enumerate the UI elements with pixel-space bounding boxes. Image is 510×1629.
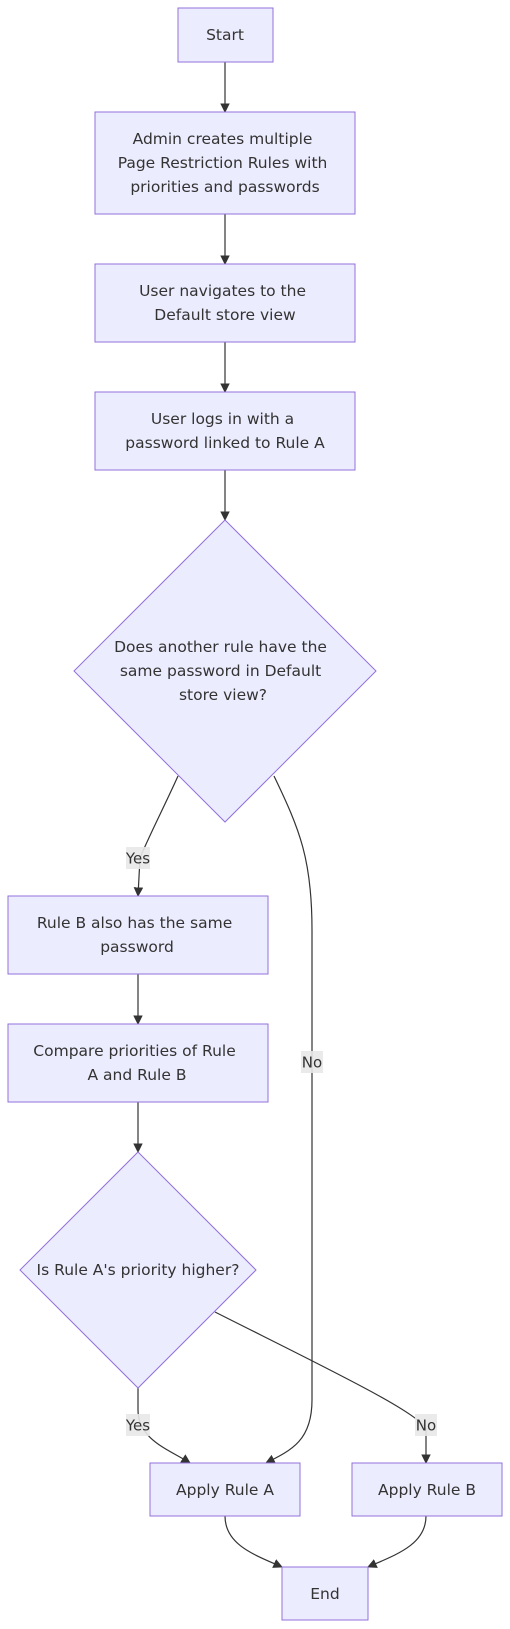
svg-text:User navigates to the De: User navigates to the Default store view [139, 282, 311, 324]
svg-text:Is Rule A's priority higher?: Is Rule A's priority higher? [37, 1261, 240, 1279]
node-rule-b-same-password: Rule B also has the same password [7, 895, 269, 975]
node-apply-rule-b: Apply Rule B [351, 1462, 503, 1517]
edge-label-text: Yes [125, 1417, 150, 1435]
node-admin-line-2: Page Restriction Rules with [118, 154, 328, 172]
svg-text:End: End [310, 1585, 339, 1603]
edge-label-priority-no: No [415, 1414, 437, 1436]
edge-decision-no-to-apply-a [265, 775, 313, 1464]
node-compare-line-1: Compare priorities of Rule [33, 1042, 235, 1060]
node-admin-line-1: Admin creates multiple [133, 130, 313, 148]
decision-priority-line-1: Is Rule A's priority higher? [37, 1261, 240, 1279]
node-compare-priorities: Compare priorities of Rule A and Rule B [7, 1023, 269, 1103]
svg-text:Does another rule have the: Does another rule have the same password… [114, 638, 332, 704]
edge-label-same-password-yes: Yes [125, 847, 150, 869]
node-login-line-2: password linked to Rule A [125, 434, 325, 452]
svg-text:User logs in with a pass: User logs in with a password linked to R… [125, 410, 325, 452]
decision-priority-higher: Is Rule A's priority higher? [19, 1151, 257, 1389]
node-admin-creates-rules: Admin creates multiple Page Restriction … [94, 111, 356, 215]
node-end: End [281, 1566, 369, 1621]
node-navigates-line-1: User navigates to the [139, 282, 306, 300]
decision-same-password-line-3: store view? [179, 686, 267, 704]
node-user-navigates: User navigates to the Default store view [94, 263, 356, 343]
decision-same-password-line-1: Does another rule have the [114, 638, 327, 656]
svg-text:Apply Rule B: Apply Rule B [378, 1481, 476, 1499]
node-apply-b-line-1: Apply Rule B [378, 1481, 476, 1499]
node-admin-line-3: priorities and passwords [130, 178, 319, 196]
edge-label-text: No [302, 1054, 322, 1072]
svg-text:Start: Start [206, 26, 244, 44]
edge-label-same-password-no: No [301, 1051, 323, 1073]
node-end-line-1: End [310, 1585, 339, 1603]
node-rule-b-line-1: Rule B also has the same [37, 914, 232, 932]
decision-same-password: Does another rule have the same password… [73, 519, 377, 823]
node-compare-line-2: A and Rule B [88, 1066, 187, 1084]
svg-text:Apply Rule A: Apply Rule A [176, 1481, 274, 1499]
node-rule-b-line-2: password [100, 938, 174, 956]
edge-apply-b-to-end [367, 1515, 427, 1568]
svg-text:Compare priorities of Rule: Compare priorities of Rule A and Rule B [33, 1042, 240, 1084]
node-start: Start [177, 7, 274, 63]
edge-decision-yes-to-rule-b [133, 775, 179, 897]
node-apply-a-line-1: Apply Rule A [176, 1481, 274, 1499]
edge-apply-a-to-end [224, 1515, 283, 1568]
svg-text:Admin creates multiple P: Admin creates multiple Page Restriction … [118, 130, 333, 196]
node-user-logs-in: User logs in with a password linked to R… [94, 391, 356, 471]
node-start-line-1: Start [206, 26, 244, 44]
node-login-line-1: User logs in with a [151, 410, 294, 428]
edge-label-text: Yes [125, 850, 150, 868]
edge-label-priority-yes: Yes [125, 1414, 150, 1436]
edge-priority-yes-to-apply-a [137, 1388, 191, 1464]
node-navigates-line-2: Default store view [154, 306, 296, 324]
node-apply-rule-a: Apply Rule A [149, 1462, 301, 1517]
edge-label-text: No [416, 1417, 436, 1435]
svg-text:Rule B also has the same: Rule B also has the same password [37, 914, 237, 956]
edge-priority-no-to-apply-b [214, 1311, 431, 1464]
decision-same-password-line-2: same password in Default [120, 662, 321, 680]
